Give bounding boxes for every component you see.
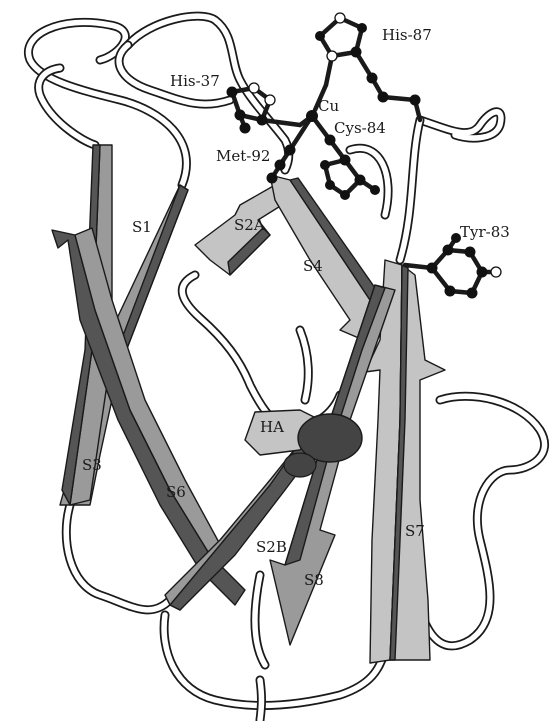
label-s7: S7 [405, 522, 425, 540]
cys84-sidechain [320, 135, 380, 201]
label-s4: S4 [303, 257, 323, 275]
label-cu: Cu [318, 97, 339, 115]
tyr83-sidechain [405, 233, 501, 299]
copper-center [290, 110, 330, 150]
label-cys-84: Cys-84 [334, 119, 386, 137]
copper-atom [306, 110, 318, 122]
label-s6: S6 [166, 483, 186, 501]
label-s1: S1 [132, 218, 152, 236]
label-s8: S8 [304, 571, 324, 589]
label-his-87: His-87 [382, 26, 432, 44]
label-ha: HA [260, 418, 284, 436]
label-his-37: His-37 [170, 72, 220, 90]
label-s2b: S2B [256, 538, 287, 556]
label-met-92: Met-92 [216, 147, 270, 165]
label-tyr-83: Tyr-83 [460, 223, 510, 241]
label-s3: S3 [82, 456, 102, 474]
label-s2a: S2A [234, 216, 265, 234]
